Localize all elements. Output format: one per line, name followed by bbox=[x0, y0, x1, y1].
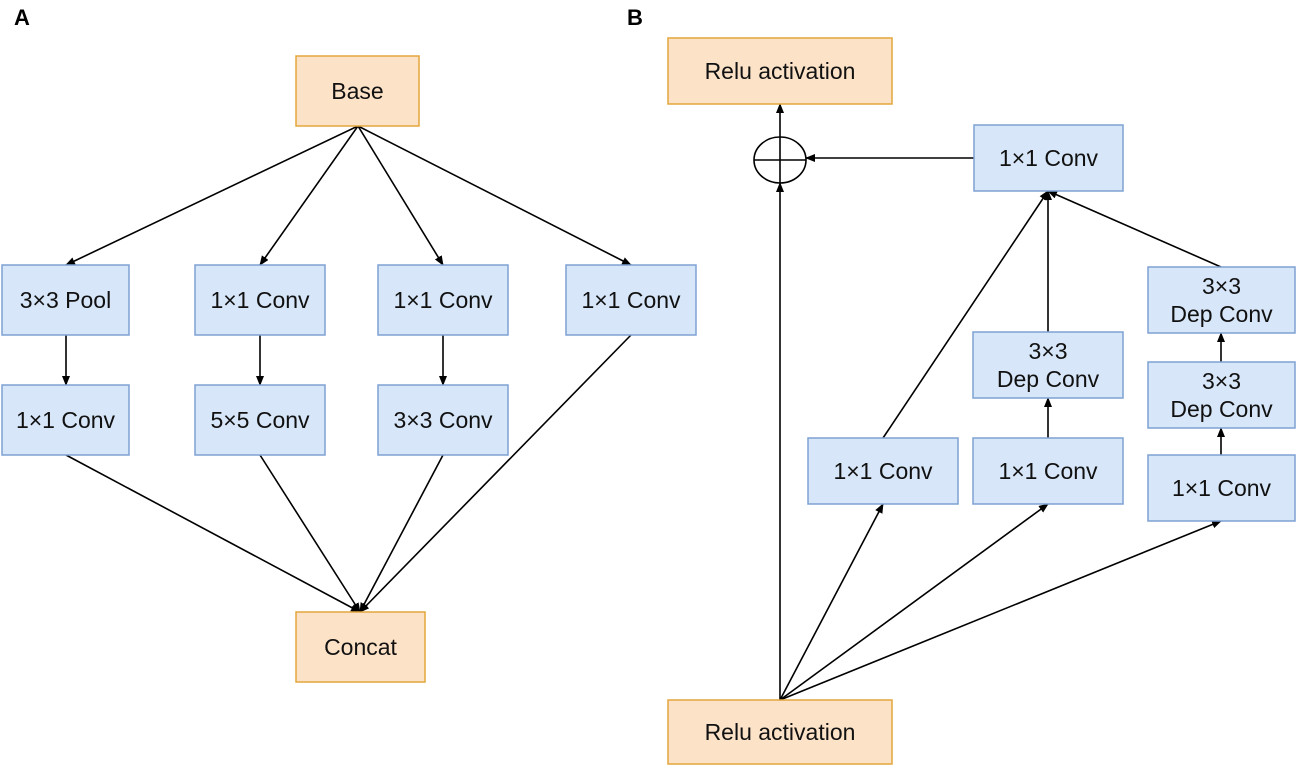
node-label: 3×3 bbox=[1202, 273, 1241, 299]
node-box bbox=[807, 437, 959, 505]
node-box bbox=[972, 437, 1124, 505]
node-label: 3×3 Conv bbox=[393, 407, 493, 433]
edge-a_base-to-a_conv1_d bbox=[357, 125, 632, 266]
node-b-conv-right: 1×1 Conv bbox=[1147, 454, 1296, 522]
node-label: 1×1 Conv bbox=[210, 287, 310, 313]
node-label: 3×3 bbox=[1028, 338, 1067, 364]
node-label: Concat bbox=[324, 634, 397, 660]
node-label: Relu activation bbox=[705, 719, 856, 745]
node-label: 1×1 Conv bbox=[1172, 475, 1272, 501]
diagram-edges bbox=[62, 103, 1225, 701]
node-label: 3×3 bbox=[1202, 368, 1241, 394]
node-box bbox=[972, 331, 1124, 399]
node-label: 1×1 Conv bbox=[393, 287, 493, 313]
edge-b_relu_bottom-to-b_conv_right bbox=[779, 520, 1222, 701]
node-a-conv1-e: 1×1 Conv bbox=[1, 384, 130, 456]
edge-a_conv5-to-a_concat bbox=[259, 454, 361, 613]
node-label: 1×1 Conv bbox=[581, 287, 681, 313]
node-box bbox=[667, 699, 893, 765]
edge-a_conv1_e-to-a_concat bbox=[65, 454, 361, 613]
node-box bbox=[1, 384, 130, 456]
node-label: Dep Conv bbox=[997, 366, 1100, 392]
node-a-conv5: 5×5 Conv bbox=[194, 384, 326, 456]
node-label: 5×5 Conv bbox=[210, 407, 310, 433]
node-box bbox=[1147, 361, 1296, 429]
node-box bbox=[1, 264, 130, 336]
node-label: Base bbox=[331, 78, 383, 104]
node-a-conv1-d: 1×1 Conv bbox=[565, 264, 697, 336]
node-label: Relu activation bbox=[705, 58, 856, 84]
node-label: 1×1 Conv bbox=[999, 145, 1099, 171]
node-box bbox=[1147, 454, 1296, 522]
node-b-relu-bottom: Relu activation bbox=[667, 699, 893, 765]
node-box bbox=[973, 124, 1124, 192]
node-b-conv-mid: 1×1 Conv bbox=[972, 437, 1124, 505]
edge-a_conv3-to-a_concat bbox=[359, 454, 444, 613]
node-b-conv-left: 1×1 Conv bbox=[807, 437, 959, 505]
edge-b_dep_right_high-to-b_conv_top bbox=[1047, 190, 1222, 268]
node-box bbox=[194, 264, 326, 336]
node-b-conv-top: 1×1 Conv bbox=[973, 124, 1124, 192]
node-b-relu-top: Relu activation bbox=[667, 37, 893, 105]
edge-b_relu_bottom-to-b_conv_mid bbox=[779, 503, 1049, 701]
diagram-nodes: Base 3×3 Pool 1×1 Conv 1×1 Conv 1×1 Conv 1×1 … bbox=[1, 37, 1296, 765]
panel-a-label: A bbox=[14, 5, 30, 30]
node-box bbox=[377, 384, 509, 456]
node-label: 1×1 Conv bbox=[16, 407, 116, 433]
node-label: 1×1 Conv bbox=[998, 458, 1098, 484]
node-box bbox=[377, 264, 509, 336]
edge-b_relu_bottom-to-b_conv_left bbox=[779, 503, 884, 701]
node-a-concat: Concat bbox=[295, 611, 426, 683]
node-a-conv1-b: 1×1 Conv bbox=[194, 264, 326, 336]
edge-a_conv1_d-to-a_concat bbox=[359, 334, 632, 613]
edge-a_base-to-a_conv1_c bbox=[357, 125, 444, 266]
node-label: 3×3 Pool bbox=[20, 287, 111, 313]
node-label: 1×1 Conv bbox=[833, 458, 933, 484]
edge-b_conv_left-to-b_conv_top bbox=[882, 190, 1049, 439]
node-box bbox=[295, 611, 426, 683]
node-box bbox=[194, 384, 326, 456]
panel-b-label: B bbox=[627, 5, 643, 30]
node-box bbox=[295, 55, 420, 127]
node-box bbox=[667, 37, 893, 105]
edge-a_base-to-a_conv1_b bbox=[259, 125, 359, 266]
node-a-pool: 3×3 Pool bbox=[1, 264, 130, 336]
node-label: Dep Conv bbox=[1170, 301, 1273, 327]
edge-a_base-to-a_pool bbox=[65, 125, 359, 266]
node-box bbox=[565, 264, 697, 336]
node-a-conv1-c: 1×1 Conv bbox=[377, 264, 509, 336]
node-b-add bbox=[753, 136, 807, 184]
node-a-conv3: 3×3 Conv bbox=[377, 384, 509, 456]
node-label: Dep Conv bbox=[1170, 396, 1273, 422]
node-box bbox=[1147, 266, 1296, 334]
node-a-base: Base bbox=[295, 55, 420, 127]
